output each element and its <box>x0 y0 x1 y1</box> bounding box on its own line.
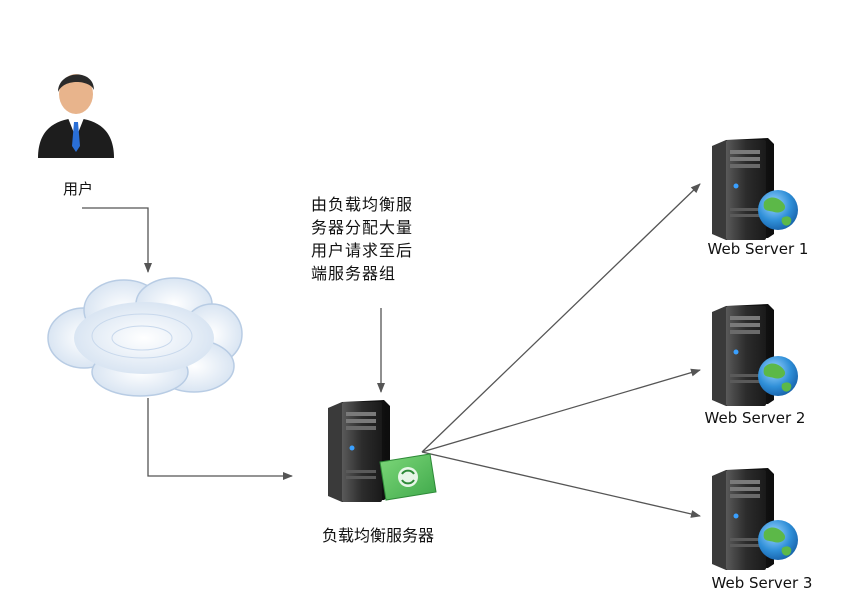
note-line: 务器分配大量 <box>311 218 414 237</box>
load-balancer-label: 负载均衡服务器 <box>321 526 435 545</box>
cloud-to-balancer-arrow <box>147 398 293 480</box>
globe-icon <box>758 520 798 560</box>
web-server-1-label: Web Server 1 <box>707 240 809 258</box>
user-to-cloud-arrow <box>82 207 152 273</box>
web-server-3-icon <box>712 468 798 570</box>
connectors <box>82 183 701 518</box>
note-line: 端服务器组 <box>311 264 397 283</box>
balancer-to-server2-arrow <box>421 368 701 453</box>
web-server-3-label: Web Server 3 <box>711 574 813 592</box>
user-label: 用户 <box>62 180 94 198</box>
globe-icon <box>758 356 798 396</box>
note-line: 由负载均衡服 <box>311 195 414 214</box>
note-line: 用户请求至后 <box>311 241 414 260</box>
balancer-to-server1-arrow <box>421 183 701 453</box>
exchange-card-icon <box>379 453 437 501</box>
web-server-1-icon <box>712 138 798 240</box>
balancer-description-note: 由负载均衡服 务器分配大量 用户请求至后 端服务器组 <box>311 193 435 285</box>
web-server-2-icon <box>712 304 798 406</box>
internet-cloud-icon <box>47 277 243 397</box>
globe-icon <box>758 190 798 230</box>
balancer-to-server3-arrow <box>421 451 701 518</box>
user-icon <box>38 74 114 158</box>
web-server-2-label: Web Server 2 <box>704 409 806 427</box>
load-balancer-server-icon <box>328 400 437 502</box>
